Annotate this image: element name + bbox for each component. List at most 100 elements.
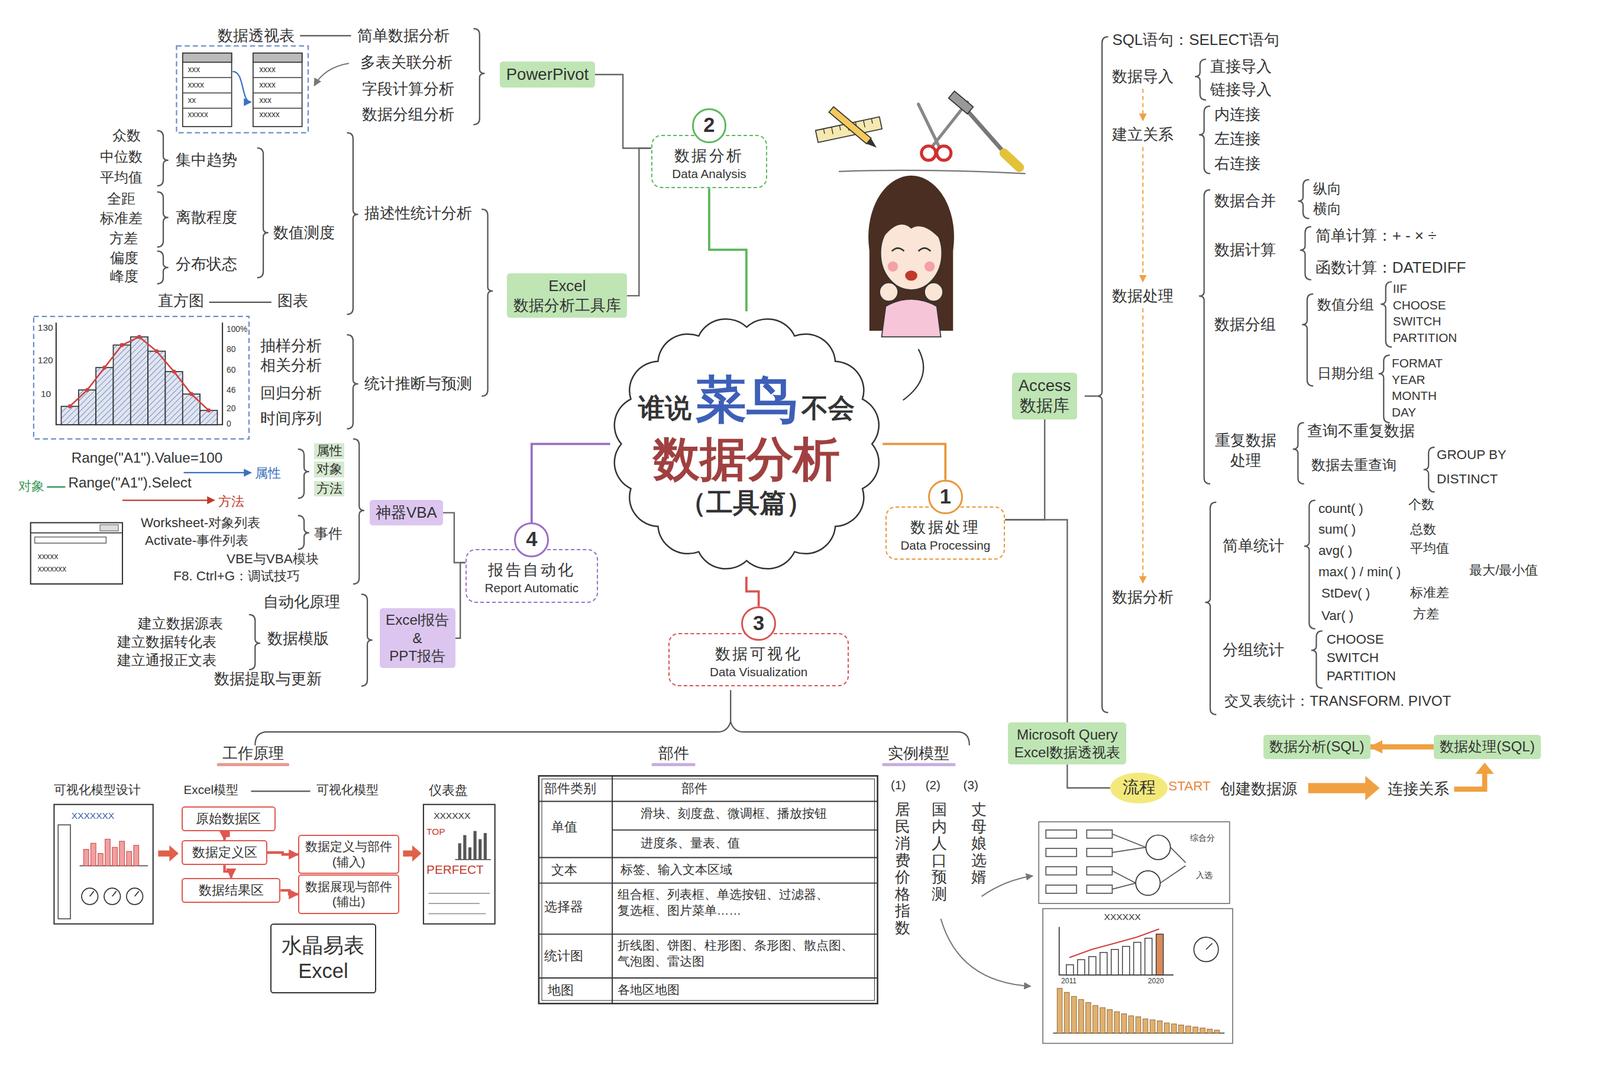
axis-label: 60 (226, 365, 236, 376)
label-slot: 直接导入 (1210, 57, 1272, 76)
label-slot: 选择器 (544, 899, 584, 916)
node-text: 数据处理(SQL) (1439, 737, 1535, 756)
bracket (347, 334, 359, 429)
label-slot: 离散程度 (175, 208, 238, 227)
bracket (1378, 354, 1391, 423)
decoration (133, 845, 140, 866)
topic-label: 简单数据分析 (357, 26, 450, 45)
label-slot: 直方图 (157, 291, 205, 310)
connector (1370, 744, 1434, 750)
node-text: 数据定义与部件 (305, 838, 393, 855)
bracket (481, 209, 493, 397)
label-slot: 数值分组 (1317, 295, 1375, 313)
branch-node: 2数据分析Data Analysis (651, 108, 768, 189)
tag-label: 对象 (314, 461, 345, 478)
example-dashboard-picture (1206, 942, 1212, 949)
pic-text: PERFECT (426, 862, 484, 878)
topic-label: 横向 (1313, 199, 1342, 218)
branch-title: 数据可视化 (677, 644, 840, 665)
cloud-content: 谁说菜鸟不会数据分析（工具篇） (610, 311, 884, 577)
topic-label: 图表 (277, 291, 309, 310)
connector (746, 576, 759, 607)
bracket (298, 448, 310, 499)
label-slot: 数据导入 (1112, 67, 1174, 86)
topic-label: PARTITION (1392, 330, 1457, 346)
topic-label: 连接关系 (1387, 779, 1450, 798)
pic-text: xxxx (259, 65, 276, 76)
topic-label: Activate-事件列表 (144, 532, 249, 549)
table-cell: 进度条、量表、值 (640, 835, 740, 851)
node-text: 数据分析工具库 (513, 295, 622, 315)
topic-label: DISTINCT (1436, 471, 1498, 488)
topic-label: 内连接 (1214, 105, 1261, 124)
heading-underline (218, 763, 288, 766)
topic-label: 分布状态 (175, 254, 238, 274)
topic-label: 时间序列 (260, 409, 322, 428)
label-slot: 标准差 (99, 209, 143, 227)
pic-text: 入选 (1196, 870, 1213, 881)
label-slot: 实例模型 (887, 744, 950, 763)
label-slot: 0 (226, 419, 232, 430)
axis-label: 130 (37, 322, 54, 334)
topic-label: 平均值 (1410, 540, 1450, 557)
label-slot: CHOOSE (1326, 631, 1385, 648)
bracket (257, 147, 269, 278)
topic-label: (2) (925, 777, 941, 793)
topic-label: (1) (890, 777, 906, 793)
topic-label: 中位数 (99, 147, 143, 166)
label-slot: 丈母娘选婿 (971, 800, 987, 885)
label-slot: CHOOSE (1392, 298, 1447, 313)
label-slot: 建立关系 (1112, 125, 1174, 144)
label-slot: 2020 (1148, 976, 1165, 986)
decoration (104, 887, 121, 905)
label-slot: 右连接 (1214, 154, 1261, 173)
label-slot: 峰度 (110, 267, 139, 285)
title-text: 数据分析 (653, 432, 840, 486)
label-slot: 左连接 (1214, 129, 1261, 148)
topic-label: 统计推断与预测 (364, 374, 473, 393)
bracket (1311, 630, 1323, 688)
histogram-picture (56, 322, 223, 425)
topic-label: 方法 (218, 493, 245, 510)
label-slot: StDev( ) (1321, 585, 1370, 602)
label-slot: 入选 (1196, 870, 1213, 881)
topic-label: 左连接 (1214, 129, 1261, 148)
topic-label: 方差 (109, 229, 138, 247)
topic-label: START (1168, 778, 1211, 795)
dashboard-picture (423, 804, 496, 924)
topic-label: 分组统计 (1222, 640, 1285, 659)
label-slot: 纵向 (1313, 179, 1342, 197)
connector (267, 852, 299, 855)
label-slot: 分布状态 (175, 254, 238, 274)
decoration (1111, 949, 1119, 975)
branch-subtitle: Data Processing (894, 537, 996, 554)
connector (709, 188, 747, 312)
decoration (1107, 1009, 1113, 1034)
example-dashboard-picture (1042, 908, 1233, 1044)
vertical-label: 居民消费价格指数 (894, 800, 911, 936)
table-cell: 选择器 (544, 899, 584, 916)
connector (1004, 519, 1068, 723)
node-text: Excel (281, 958, 365, 984)
decoration (1086, 848, 1113, 857)
label-slot: 回归分析 (260, 383, 322, 403)
model-area-box: 原始数据区 (181, 806, 276, 832)
label-slot: 创建数据源 (1220, 779, 1298, 798)
pivot-table-picture (253, 53, 303, 63)
topic-label: 个数 (1408, 496, 1435, 513)
tools-illustration (1004, 153, 1020, 168)
decoration (1214, 1029, 1220, 1033)
label-slot: PARTITION (1326, 668, 1396, 685)
label-slot: 组合框、列表框、单选按钮、过滤器、 复选框、图片菜单…… (617, 886, 863, 919)
topic-label: 建立数据源表 (137, 614, 223, 632)
connector (280, 890, 298, 895)
bracket (1380, 281, 1392, 347)
label-slot: 事件 (314, 524, 343, 542)
decoration (1093, 1005, 1099, 1034)
bracket (209, 301, 272, 303)
label-slot: (2) (925, 777, 941, 793)
histogram-picture (33, 316, 250, 439)
label-slot: 数据分组分析 (361, 105, 455, 124)
pivot-table-picture (253, 77, 303, 109)
bracket (473, 28, 485, 125)
